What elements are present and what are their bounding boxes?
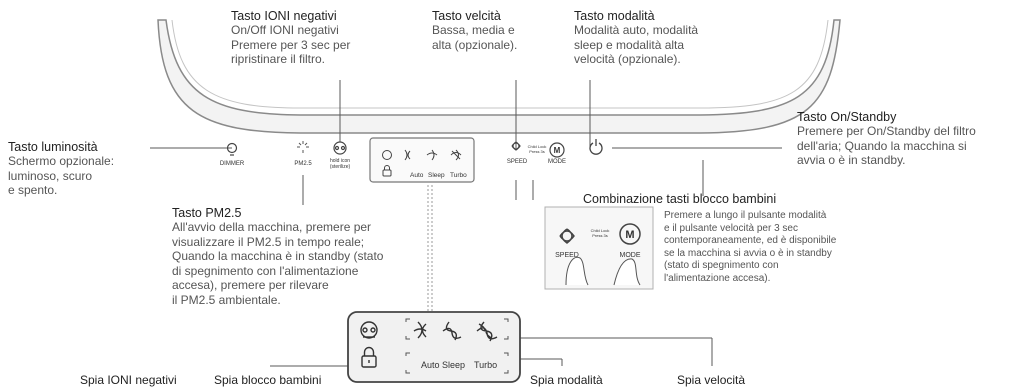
callout-pm25-line-2: visualizzare il PM2.5 in tempo reale;: [172, 234, 365, 249]
label-ioni-indicator: Spia IONI negativi: [80, 373, 177, 387]
callout-childlock-line-3: contemporaneamente, ed è disponibile: [664, 235, 837, 246]
callout-childlock-title: Combinazione tasti blocco bambini: [583, 192, 777, 206]
callout-childlock-line-6: l'alimentazione accesa).: [664, 272, 771, 284]
panel-small-fan-low-icon: [404, 149, 411, 161]
callout-speed: Tasto velcità Bassa, media e alta (opzio…: [432, 9, 517, 52]
device-housing: [157, 19, 841, 134]
zoom-sleep-label: Sleep: [442, 360, 465, 370]
speed-label: SPEED: [507, 159, 528, 165]
callout-mode-line-2: sleep e modalità alta: [574, 37, 685, 52]
label-mode-indicator: Spia modalità: [530, 373, 603, 387]
callout-ioni-line-1: On/Off IONI negativi: [231, 23, 339, 37]
zoom-bracket-top-right: [504, 318, 509, 322]
childlock-mode-label: MODE: [620, 252, 641, 259]
label-childlock-indicator: Spia blocco bambini: [214, 373, 322, 387]
zoom-turbo-label: Turbo: [474, 360, 497, 370]
panel-small-turbo: Turbo: [450, 172, 467, 179]
callout-power-title: Tasto On/Standby: [797, 110, 897, 124]
control-panel-small: [369, 137, 475, 183]
callout-power-line-1: Premere per On/Standby del filtro: [797, 124, 976, 138]
ioni-icon: [333, 141, 347, 155]
callout-pm25: Tasto PM2.5 All'avvio della macchina, pr…: [172, 206, 383, 307]
childlock-hold-2: Press 3s: [592, 233, 608, 238]
callout-mode: Tasto modalità Modalità auto, modalità s…: [574, 9, 698, 67]
childlock-hold-1: Child Lock: [591, 228, 610, 233]
panel-small-sleep: Sleep: [428, 172, 445, 179]
callout-power-line-3: avvia o è in standby.: [797, 153, 906, 167]
finger-left: [565, 256, 589, 286]
childlock-mode-m-icon: [619, 223, 641, 245]
callout-brightness-line-2: luminoso, scuro: [8, 168, 93, 183]
zoom-bracket-top-left-bottom: [405, 336, 410, 340]
finger-right: [613, 258, 641, 286]
zoom-fan-low-icon: [413, 321, 427, 339]
callout-pm25-line-1: All'avvio della macchina, premere per: [172, 220, 372, 234]
zoom-bracket-bot-left-bottom: [405, 370, 410, 374]
callout-childlock-line-2: e il pulsante velocità per 3 sec: [664, 222, 798, 234]
ioni-small-label-1: hold icon: [330, 158, 350, 164]
panel-small-auto: Auto: [410, 172, 424, 179]
callout-power-line-2: dell'aria; Quando la macchina si: [797, 138, 967, 153]
zoom-bracket-top-left: [405, 318, 410, 322]
panel-small-ioni-icon: [382, 150, 392, 160]
zoom-ioni-icon: [360, 321, 378, 339]
callout-pm25-title: Tasto PM2.5: [172, 206, 242, 220]
panel-small-lock-shackle: [384, 165, 390, 170]
callout-brightness-line-3: e spento.: [8, 183, 58, 197]
callout-pm25-line-3: Quando la macchina è in standby (stato: [172, 249, 384, 263]
childlock-mode-letter: M: [625, 229, 634, 241]
callout-speed-line-2: alta (opzionale).: [432, 37, 518, 52]
callout-ioni-line-3: ripristinare il filtro.: [231, 52, 326, 66]
label-speed-indicator: Spia velocità: [677, 373, 746, 387]
callout-ioni-title: Tasto IONI negativi: [231, 9, 337, 23]
mode-letter: M: [554, 146, 561, 155]
power-icon: [589, 139, 603, 155]
zoom-fan-mid-icon: [442, 321, 462, 341]
mode-label: MODE: [548, 159, 566, 165]
ioni-small-label-2: (sterilize): [330, 164, 351, 170]
callout-childlock-line-4: se la macchina si avvia o è in standby: [664, 247, 832, 259]
callout-pm25-line-5: accesa), premere per rilevare: [172, 278, 329, 292]
callout-speed-line-1: Bassa, media e: [432, 23, 515, 37]
zoom-bracket-bot-left: [405, 352, 410, 356]
callout-mode-line-1: Modalità auto, modalità: [574, 23, 699, 37]
mode-m-icon: [549, 142, 565, 158]
callout-childlock-body: Premere a lungo il pulsante modalità e i…: [664, 210, 836, 285]
pm25-label: PM2.5: [294, 161, 312, 167]
callout-ioni-line-2: Premere per 3 sec per: [231, 37, 351, 52]
panel-small-fan-high-icon: [450, 149, 462, 161]
zoom-bracket-bot-right: [504, 352, 509, 356]
callout-mode-line-3: velocità (opzionale).: [574, 52, 681, 66]
callout-power: Tasto On/Standby Premere per On/Standby …: [797, 110, 976, 168]
zoom-fan-high-icon: [476, 321, 498, 342]
device-housing-inner-edge: [171, 19, 829, 109]
callout-childlock-line-1: Premere a lungo il pulsante modalità: [664, 210, 827, 221]
dimmer-label: DIMMER: [220, 161, 245, 167]
callout-speed-title: Tasto velcità: [432, 9, 501, 23]
speed-fan-icon: [511, 141, 521, 151]
zoom-bracket-top-right-bottom: [504, 336, 509, 340]
zoom-auto-label: Auto: [421, 360, 440, 370]
panel-small-lock-icon: [382, 169, 392, 177]
childlock-speed-label: SPEED: [555, 252, 579, 259]
callout-brightness-line-1: Schermo opzionale:: [8, 154, 115, 168]
zoom-lock-icon: [361, 346, 377, 368]
panel-small-fan-mid-icon: [426, 149, 438, 161]
callout-mode-title: Tasto modalità: [574, 9, 655, 23]
hold-small-2: Press 3s: [529, 149, 545, 154]
zoom-bracket-bot-right-bottom: [504, 370, 509, 374]
callout-brightness-title: Tasto luminosità: [8, 140, 98, 154]
hold-small-1: Child Lock: [528, 144, 547, 149]
callout-brightness: Tasto luminosità Schermo opzionale: lumi…: [8, 140, 114, 198]
callout-ioni: Tasto IONI negativi On/Off IONI negativi…: [231, 9, 350, 67]
callout-childlock-line-5: (stato di spegnimento con: [664, 260, 779, 271]
callout-pm25-line-6: il PM2.5 ambientale.: [172, 292, 281, 307]
lightbulb-icon: [226, 142, 238, 156]
pm25-sensor-icon: [297, 141, 309, 153]
control-panel-zoom: [347, 311, 521, 383]
callout-pm25-line-4: di spegnimento con l'alimentazione: [172, 263, 359, 278]
childlock-speed-fan-icon: [559, 228, 575, 244]
